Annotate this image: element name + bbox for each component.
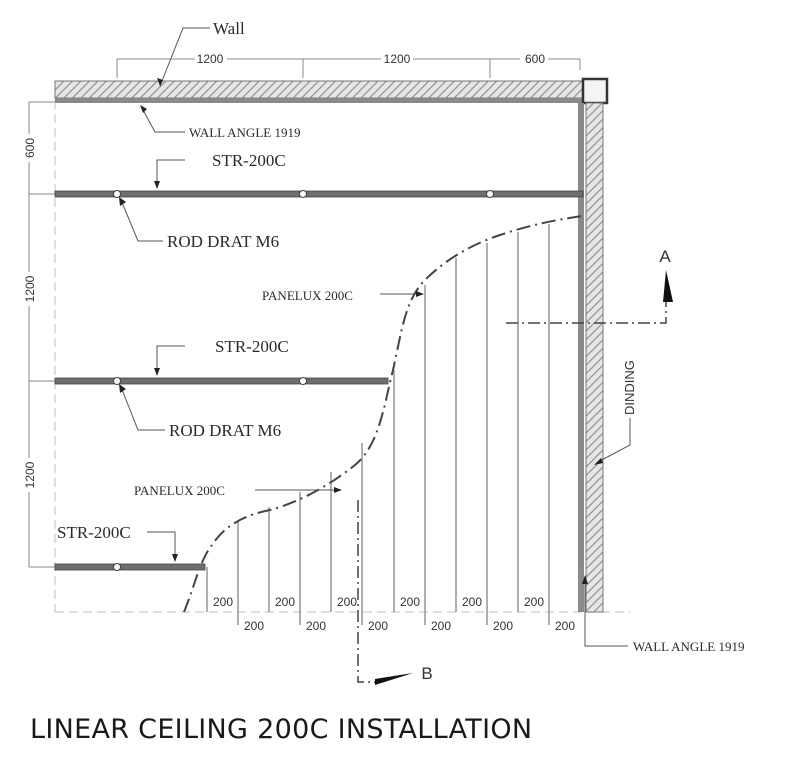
- section-b-cut: [357, 500, 413, 685]
- dim-left-3: 1200: [23, 461, 37, 488]
- ceiling-plan-drawing: 1200 1200 600 600 1200 1200: [22, 19, 744, 685]
- label-dinding: DINDING: [622, 360, 637, 415]
- svg-text:200: 200: [431, 619, 451, 633]
- svg-text:200: 200: [306, 619, 326, 633]
- label-str-1: STR-200C: [212, 151, 286, 170]
- section-a-label: A: [659, 247, 671, 266]
- dim-top-3: 600: [525, 52, 545, 66]
- svg-text:200: 200: [275, 595, 295, 609]
- label-rod-2: ROD DRAT M6: [169, 421, 281, 440]
- label-wall-angle-bottom: WALL ANGLE 1919: [633, 639, 744, 654]
- left-dimension: [28, 101, 55, 568]
- label-panelux-1: PANELUX 200C: [262, 288, 353, 303]
- break-line: [183, 215, 583, 613]
- dim-top-2: 1200: [384, 52, 411, 66]
- svg-text:200: 200: [337, 595, 357, 609]
- top-dimension: [116, 58, 581, 78]
- ceiling-panels: [206, 224, 581, 625]
- svg-text:200: 200: [555, 619, 575, 633]
- svg-text:200: 200: [400, 595, 420, 609]
- label-wall-angle-top: WALL ANGLE 1919: [189, 125, 300, 140]
- svg-text:200: 200: [368, 619, 388, 633]
- svg-text:200: 200: [462, 595, 482, 609]
- str-rail-1: [54, 190, 584, 198]
- right-wall: [578, 102, 604, 613]
- str-rail-3: [54, 563, 206, 571]
- str-rail-2: [54, 377, 389, 385]
- label-str-3: STR-200C: [57, 523, 131, 542]
- dim-left-1: 600: [23, 138, 37, 158]
- leader-lines: [120, 27, 631, 647]
- label-rod-1: ROD DRAT M6: [167, 232, 279, 251]
- label-wall: Wall: [213, 19, 245, 38]
- drawing-title: LINEAR CEILING 200C INSTALLATION: [30, 714, 533, 745]
- label-str-2: STR-200C: [215, 337, 289, 356]
- leader-arrowheads: [119, 78, 603, 584]
- svg-text:200: 200: [493, 619, 513, 633]
- svg-text:200: 200: [213, 595, 233, 609]
- dim-top-1: 1200: [197, 52, 224, 66]
- section-a-cut: [506, 270, 673, 324]
- top-wall: [54, 80, 584, 103]
- svg-text:200: 200: [244, 619, 264, 633]
- dim-left-2: 1200: [23, 275, 37, 302]
- section-b-label: B: [421, 664, 432, 683]
- svg-text:200: 200: [524, 595, 544, 609]
- corner-column: [581, 77, 609, 105]
- panel-spacing-dims: 200 200 200 200 200 200 200 200 200 200 …: [213, 595, 575, 633]
- label-panelux-2: PANELUX 200C: [134, 483, 225, 498]
